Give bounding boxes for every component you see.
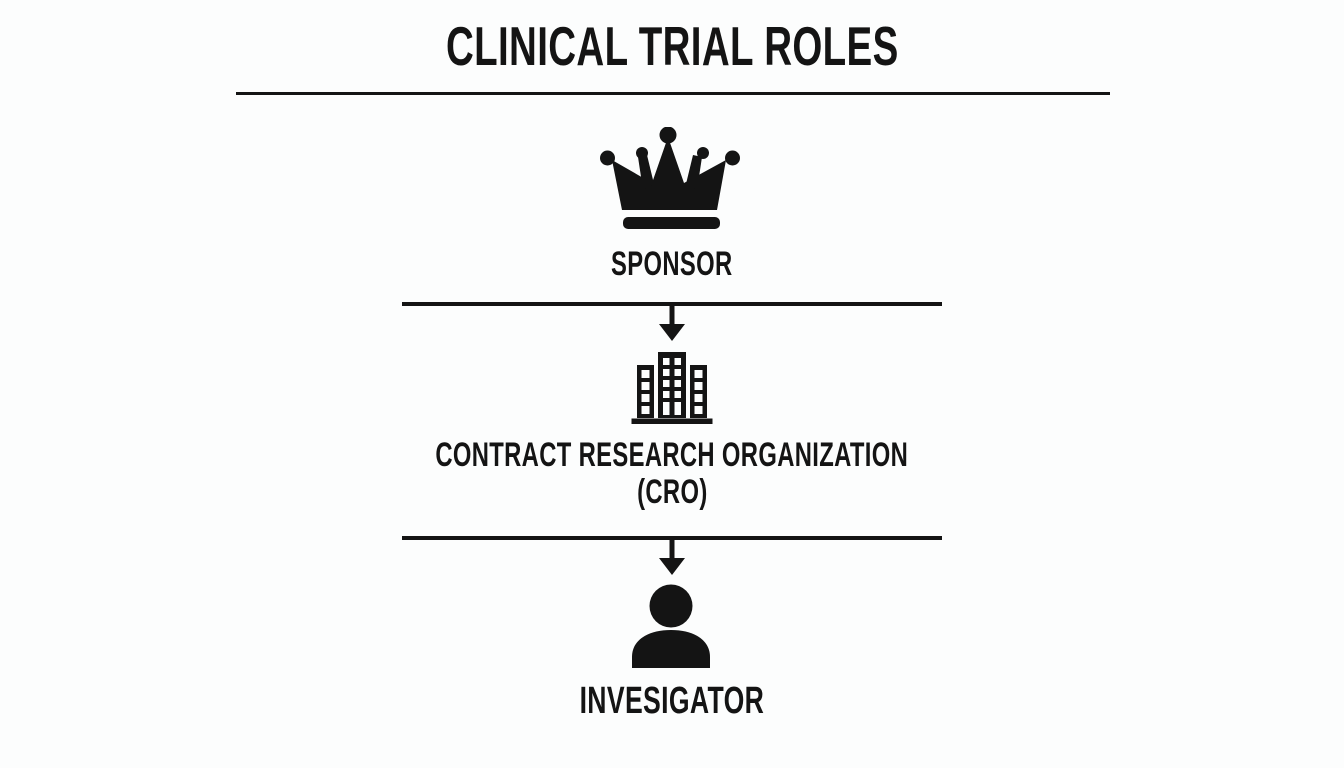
building-icon [631,352,713,424]
title-underline [236,92,1110,95]
node-cro: CONTRACT RESEARCH ORGANIZATION (CRO) [0,437,1344,511]
node-label-cro: CONTRACT RESEARCH ORGANIZATION [435,436,909,474]
node-label-sponsor: SPONSOR [611,245,733,283]
crown-icon [600,127,740,229]
connector-line-1 [402,302,942,306]
connector-line-2 [402,536,942,540]
node-sponsor: SPONSOR [0,246,1344,282]
arrow-down-icon [659,305,685,341]
node-label-investigator: INVESIGATOR [579,680,765,722]
node-label-cro-abbreviation: (CRO) [636,473,708,511]
node-investigator: INVESIGATOR [0,681,1344,721]
arrow-down-icon [659,539,685,575]
person-icon [632,584,710,668]
title-block: CLINICAL TRIAL ROLES [0,17,1344,75]
page-title: CLINICAL TRIAL ROLES [445,15,899,77]
